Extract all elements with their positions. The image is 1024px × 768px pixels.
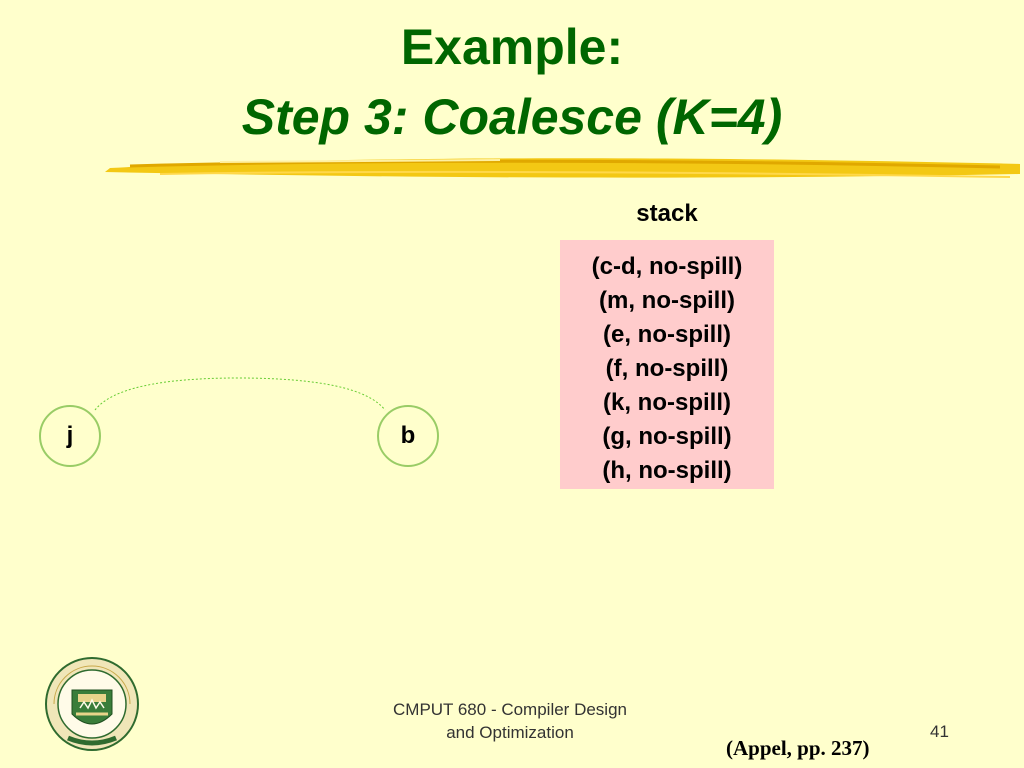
stack-item: (c-d, no-spill) <box>591 253 743 280</box>
footer-course-line1: CMPUT 680 - Compiler Design <box>393 700 627 719</box>
stack-item: (e, no-spill) <box>603 321 731 348</box>
footer-course: CMPUT 680 - Compiler Design and Optimiza… <box>360 698 660 744</box>
stack-item: (h, no-spill) <box>602 457 732 484</box>
node-b: b <box>377 405 439 467</box>
stack-item: (m, no-spill) <box>599 287 735 314</box>
citation: (Appel, pp. 237) <box>726 736 870 760</box>
stack-label: stack <box>636 200 698 227</box>
slide-subtitle: Step 3: Coalesce (K=4) <box>241 89 783 145</box>
node-j: j <box>39 405 101 467</box>
stack-item: (k, no-spill) <box>603 389 731 416</box>
university-logo <box>45 657 139 751</box>
page-number: 41 <box>930 722 949 741</box>
stack-item: (g, no-spill) <box>602 423 732 450</box>
stack-box: (c-d, no-spill) (m, no-spill) (e, no-spi… <box>560 240 774 489</box>
title-underline <box>105 158 1020 178</box>
stack-item: (f, no-spill) <box>605 355 729 382</box>
edge-j-b <box>94 377 386 411</box>
slide-title: Example: <box>400 19 624 75</box>
footer-course-line2: and Optimization <box>446 723 574 742</box>
